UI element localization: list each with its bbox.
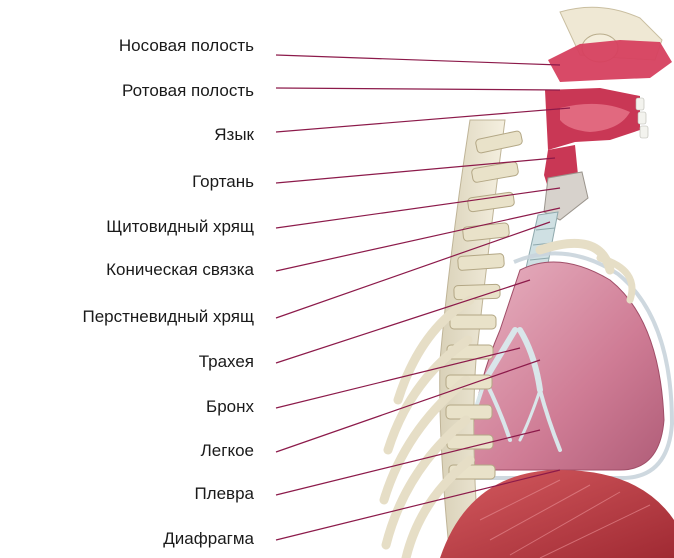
leader-line-thyroid-cartilage bbox=[276, 188, 560, 228]
nasal-cavity-shape bbox=[548, 40, 672, 82]
label-lung: Легкое bbox=[0, 441, 254, 461]
label-larynx: Гортань bbox=[0, 172, 254, 192]
label-thyroid-cartilage: Щитовидный хрящ bbox=[0, 217, 254, 237]
label-bronchus: Бронх bbox=[0, 397, 254, 417]
teeth bbox=[636, 98, 648, 138]
label-cricoid-cartilage: Перстневидный хрящ bbox=[0, 307, 254, 327]
label-pleura: Плевра bbox=[0, 484, 254, 504]
label-oral-cavity: Ротовая полость bbox=[0, 81, 254, 101]
leader-line-oral-cavity bbox=[276, 88, 560, 90]
label-diaphragm: Диафрагма bbox=[0, 529, 254, 549]
label-trachea: Трахея bbox=[0, 352, 254, 372]
label-nasal-cavity: Носовая полость bbox=[0, 36, 254, 56]
label-conic-ligament: Коническая связка bbox=[0, 260, 254, 280]
label-tongue: Язык bbox=[0, 125, 254, 145]
leader-line-tongue bbox=[276, 108, 570, 132]
leader-line-nasal-cavity bbox=[276, 55, 560, 65]
